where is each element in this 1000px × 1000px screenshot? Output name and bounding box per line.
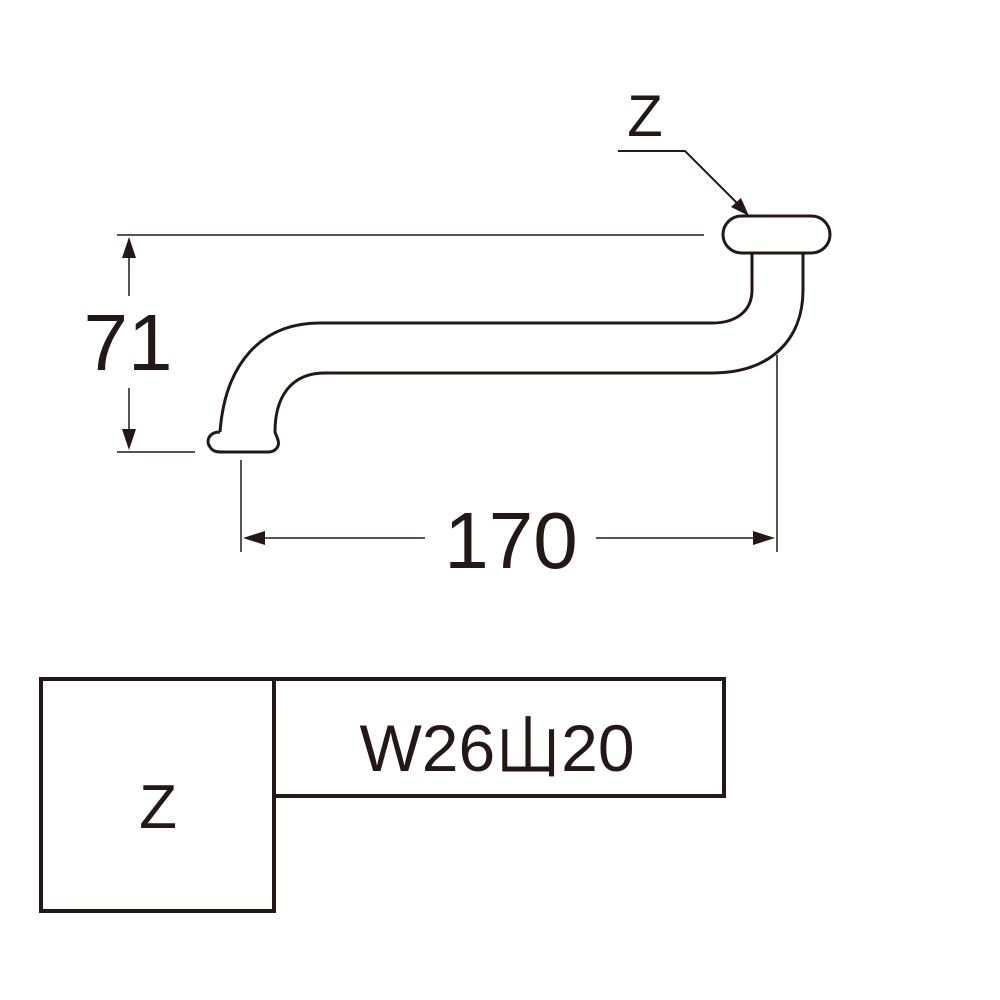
- spec-table-key: Z: [139, 773, 177, 842]
- length-dimension: [240, 355, 778, 552]
- arrow-left-icon: [243, 531, 265, 545]
- spec-table-value-cell: [272, 677, 726, 798]
- callout-leader-line: [618, 150, 749, 216]
- spec-table: [39, 677, 726, 913]
- arrow-down-icon: [122, 429, 136, 450]
- spout-pipe: [206, 214, 832, 454]
- arrow-up-icon: [122, 237, 136, 258]
- length-dimension-value: 170: [444, 496, 577, 585]
- arrow-right-icon: [753, 531, 775, 545]
- callout-label-z: Z: [627, 84, 662, 149]
- height-dimension: [117, 234, 704, 453]
- spec-table-value: W26山20: [359, 711, 634, 785]
- height-dimension-value: 71: [84, 298, 173, 387]
